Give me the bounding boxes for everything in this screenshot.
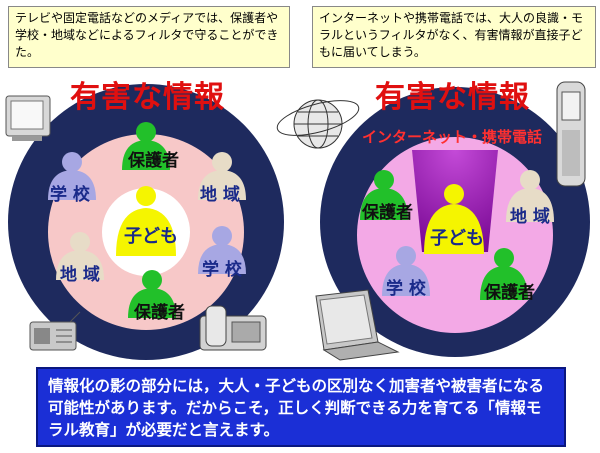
right-note: インターネットや携帯電話では、大人の良識・モラルというフィルタがなく、有害情報が… — [312, 6, 596, 68]
right-child-figure — [424, 184, 484, 254]
right-school-label: 学 校 — [386, 279, 426, 299]
left-guardian-bottom-label: 保護者 — [134, 303, 185, 323]
mobile-phone-icon — [556, 81, 586, 187]
left-diagram — [8, 84, 284, 360]
left-guardian-top-label: 保護者 — [128, 151, 179, 171]
left-school-label: 学 校 — [50, 185, 90, 205]
radio-icon — [29, 311, 81, 351]
left-child-label: 子ども — [124, 226, 178, 247]
internet-mobile-label: インターネット・携帯電話 — [362, 128, 543, 146]
conclusion-banner: 情報化の影の部分には，大人・子どもの区別なく加害者や被害者になる可能性があります… — [36, 367, 566, 447]
left-school-figure — [48, 152, 96, 200]
right-guardian-left-figure — [360, 170, 408, 220]
left-child-figure — [116, 186, 176, 256]
right-child-label: 子ども — [430, 228, 484, 249]
globe-icon — [276, 99, 360, 149]
left-community-left-figure — [56, 232, 104, 280]
right-guardian-bottom-label: 保護者 — [484, 283, 535, 303]
left-guardian-top-figure — [122, 122, 170, 170]
right-guardian-left-label: 保護者 — [362, 203, 413, 223]
right-community-figure — [506, 170, 554, 222]
left-community-right-label: 地 域 — [200, 185, 240, 205]
left-note: テレビや固定電話などのメディアでは、保護者や学校・地域などによるフィルタで守るこ… — [8, 6, 290, 68]
laptop-icon — [315, 289, 400, 361]
left-school-right-figure — [198, 226, 246, 274]
tv-icon — [5, 95, 51, 141]
left-heading: 有害な情報 — [70, 80, 225, 115]
fax-phone-icon — [199, 305, 267, 351]
left-school-right-label: 学 校 — [202, 260, 242, 280]
left-community-left-label: 地 域 — [60, 265, 100, 285]
right-community-label: 地 域 — [510, 207, 550, 227]
left-guardian-bottom-figure — [128, 270, 176, 318]
left-community-right-figure — [198, 152, 246, 200]
right-heading: 有害な情報 — [375, 80, 530, 115]
right-school-figure — [382, 246, 430, 296]
right-diagram — [320, 87, 590, 357]
right-guardian-bottom-figure — [480, 248, 528, 300]
